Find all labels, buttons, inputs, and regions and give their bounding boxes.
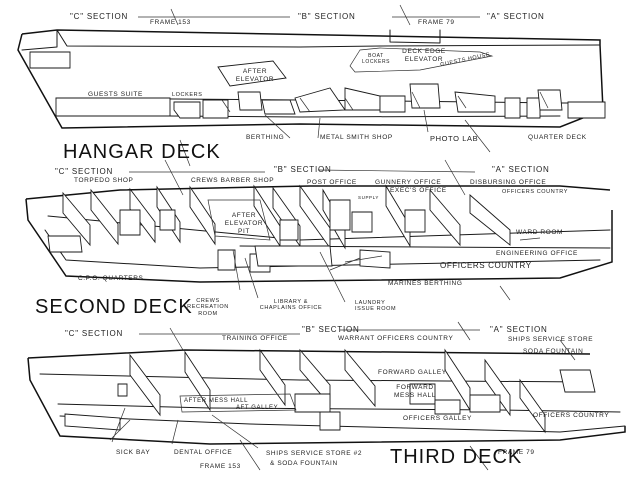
second-section-a: "A" SECTION <box>492 165 550 174</box>
label-officers-country-third: OFFICERS COUNTRY <box>533 412 610 419</box>
second-deck-drawing <box>25 159 613 303</box>
label-aft-galley: AFT GALLEY <box>236 405 279 411</box>
label-ward-room: WARD ROOM <box>516 229 564 236</box>
hangar-frame-79: FRAME 79 <box>418 19 455 26</box>
label-forward-mess-hall: FORWARD MESS HALL <box>394 384 436 399</box>
second-section-c: "C" SECTION <box>55 167 114 176</box>
third-section-c: "C" SECTION <box>65 329 124 338</box>
label-ships-service-store: SHIPS SERVICE STORE <box>508 336 594 343</box>
second-deck-title: SECOND DECK <box>35 296 193 318</box>
label-library-chaplains-office: LIBRARY & CHAPLAINS OFFICE <box>259 299 323 312</box>
label-after-elevator: AFTER ELEVATOR <box>235 68 275 83</box>
label-marines-berthing: MARINES BERTHING <box>388 280 463 287</box>
label-after-elevator-pit: AFTER ELEVATOR PIT <box>224 212 264 235</box>
label-supply: SUPPLY <box>358 195 380 200</box>
label-gunnery-office: GUNNERY OFFICE <box>375 179 442 186</box>
hangar-deck-drawing <box>17 4 606 167</box>
label-execs-office: EXEC'S OFFICE <box>390 187 447 194</box>
label-ships-service-store-2: SHIPS SERVICE STORE #2 <box>266 450 363 457</box>
label-berthing: BERTHING <box>246 134 285 141</box>
label-soda-fountain-2: & SODA FOUNTAIN <box>270 460 338 467</box>
label-warrant-officers-country: WARRANT OFFICERS COUNTRY <box>338 335 454 342</box>
label-disbursing-office: DISBURSING OFFICE <box>470 179 547 186</box>
label-crews-barber-shop: CREWS BARBER SHOP <box>191 177 275 184</box>
label-sick-bay: SICK BAY <box>116 449 151 456</box>
label-after-mess-hall: AFTER MESS HALL <box>184 398 249 404</box>
label-engineering-office: ENGINEERING OFFICE <box>496 250 578 257</box>
third-section-a: "A" SECTION <box>490 325 548 334</box>
third-frame-79: FRAME 79 <box>498 449 535 456</box>
label-lockers: LOCKERS <box>172 92 203 98</box>
label-cpo-quarters: C.P.O. QUARTERS <box>78 275 144 282</box>
label-officers-galley: OFFICERS GALLEY <box>403 415 472 422</box>
label-dental-office: DENTAL OFFICE <box>174 449 233 456</box>
label-boat-lockers: BOAT LOCKERS <box>362 53 391 65</box>
label-forward-galley: FORWARD GALLEY <box>378 369 447 376</box>
hangar-section-a: "A" SECTION <box>487 12 545 21</box>
label-soda-fountain: SODA FOUNTAIN <box>523 348 584 355</box>
label-photo-lab: PHOTO LAB <box>430 134 479 143</box>
label-torpedo-shop: TORPEDO SHOP <box>74 177 134 184</box>
third-frame-153: FRAME 153 <box>200 463 241 470</box>
label-training-office: TRAINING OFFICE <box>222 335 288 342</box>
third-deck-drawing <box>27 321 626 471</box>
label-officers-country: OFFICERS COUNTRY <box>440 261 532 270</box>
hangar-section-b: "B" SECTION <box>298 12 356 21</box>
third-section-b: "B" SECTION <box>302 325 360 334</box>
label-laundry-issue-room: LAUNDRY ISSUE ROOM <box>355 300 397 313</box>
hangar-frame-153: FRAME 153 <box>150 19 191 26</box>
hangar-section-c: "C" SECTION <box>70 12 129 21</box>
third-deck-title: THIRD DECK <box>390 446 523 468</box>
second-section-b: "B" SECTION <box>274 165 332 174</box>
label-post-office: POST OFFICE <box>307 179 357 186</box>
label-metal-smith-shop: METAL SMITH SHOP <box>320 134 393 141</box>
label-crews-recreation-room: CREWS RECREATION ROOM <box>187 298 229 317</box>
label-quarter-deck: QUARTER DECK <box>528 134 587 141</box>
label-officers-country-top: OFFICERS COUNTRY <box>502 189 569 195</box>
label-guests-suite: GUESTS SUITE <box>88 91 143 98</box>
hangar-deck-title: HANGAR DECK <box>63 141 221 163</box>
label-deck-edge-elevator: DECK EDGE ELEVATOR <box>402 48 446 63</box>
